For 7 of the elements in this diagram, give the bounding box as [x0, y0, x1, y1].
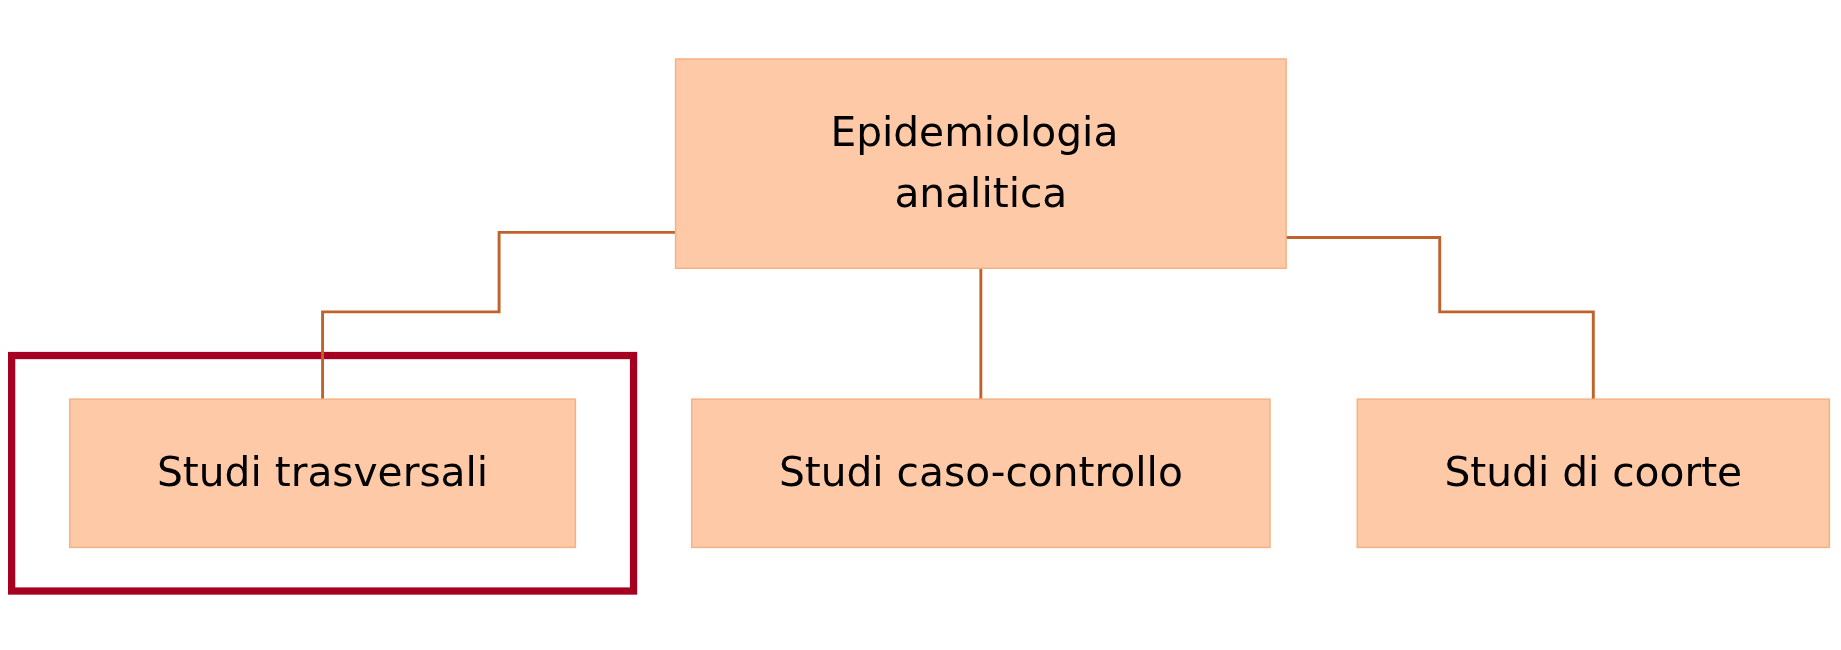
- connector: [321, 230, 676, 401]
- node-box: Epidemiologia analitica: [674, 58, 1287, 270]
- node-box: Studi caso-controllo: [690, 398, 1271, 549]
- node-box: Studi trasversali: [69, 398, 577, 549]
- connector: [1286, 236, 1595, 401]
- cluster: [8, 351, 638, 595]
- node-box: Studi di coorte: [1356, 398, 1831, 549]
